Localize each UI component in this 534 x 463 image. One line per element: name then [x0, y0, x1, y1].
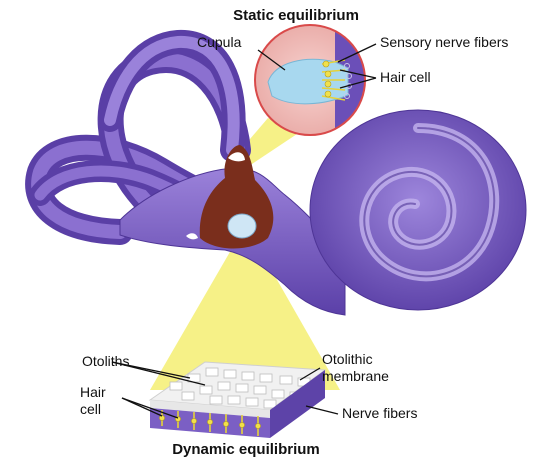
hair-cell-top-label: Hair cell — [380, 69, 431, 85]
nerve-fibers-label: Nerve fibers — [342, 405, 417, 421]
static-equilibrium-title: Static equilibrium — [233, 7, 359, 24]
cupula-inset — [255, 20, 375, 140]
dynamic-equilibrium-title: Dynamic equilibrium — [172, 441, 320, 458]
cupula-label: Cupula — [197, 34, 242, 50]
otolithic-membrane-label-1: Otolithic — [322, 351, 373, 367]
otolithic-membrane-label-2: membrane — [322, 368, 389, 384]
cochlea — [310, 110, 526, 310]
hair-cell-bottom-label-1: Hair — [80, 384, 106, 400]
hair-cell-bottom-label-2: cell — [80, 401, 101, 417]
utricle-macula — [228, 214, 256, 238]
sensory-nerve-fibers-label: Sensory nerve fibers — [380, 34, 508, 50]
otoliths-label: Otoliths — [82, 353, 129, 369]
